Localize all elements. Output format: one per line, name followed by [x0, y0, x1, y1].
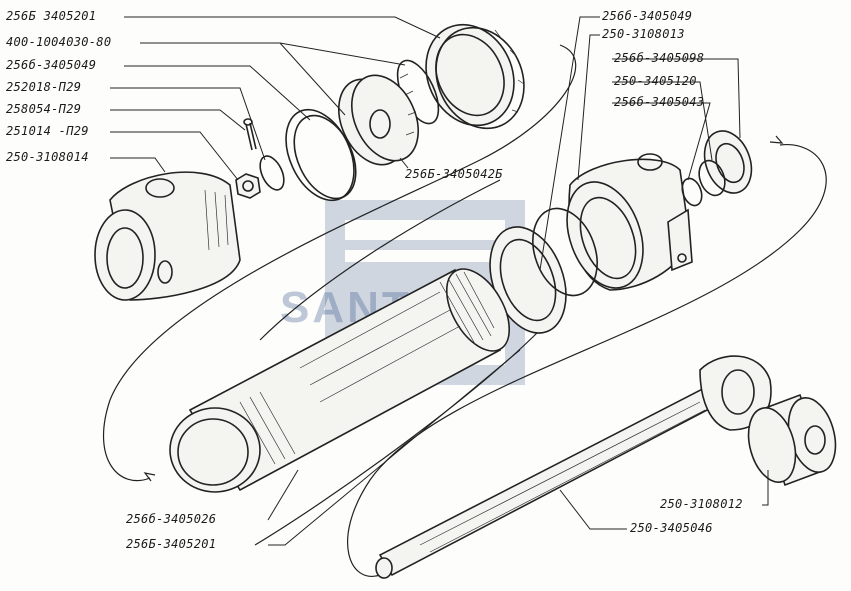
- label-o-ring-400: 400-1004030-80: [6, 35, 112, 49]
- label-washer-252018: 252018-П29: [6, 80, 82, 94]
- label-bushing: 250-3108012: [660, 497, 743, 511]
- cylinder-head: [566, 153, 693, 291]
- label-ring-3405049-right: 256б-3405049: [602, 9, 693, 23]
- bushing: [747, 393, 837, 487]
- label-piston: 256Б-3405042Б: [405, 167, 503, 181]
- small-fasteners: [235, 118, 261, 199]
- label-seal-3405098: 256б-3405098: [614, 51, 705, 65]
- lock-nut-top: [425, 23, 525, 130]
- label-piston-rod: 250-3405046: [630, 521, 713, 535]
- cylinder-barrel: [169, 268, 511, 493]
- label-lock-nut-bottom: 256Б-3405201: [126, 537, 217, 551]
- label-cylinder-head: 250-3108013: [602, 27, 685, 41]
- piston-rod: [375, 378, 732, 579]
- end-cap-left: [94, 171, 241, 301]
- piston: [338, 73, 419, 166]
- label-seal-3405043: 256б-3405043: [614, 95, 705, 109]
- label-ring-3405120: 250-3405120: [614, 74, 697, 88]
- label-ring-3405049-left: 256б-3405049: [6, 58, 97, 72]
- leader-lines: [110, 16, 769, 546]
- label-nut-251014: 251014 -П29: [6, 124, 89, 138]
- label-cotter-258054: 258054-П29: [6, 102, 82, 116]
- label-end-cap: 250-3108014: [6, 150, 89, 164]
- label-lock-nut-top: 256Б 3405201: [6, 9, 97, 23]
- label-cylinder-barrel: 256б-3405026: [126, 512, 217, 526]
- seals-right: [681, 130, 753, 207]
